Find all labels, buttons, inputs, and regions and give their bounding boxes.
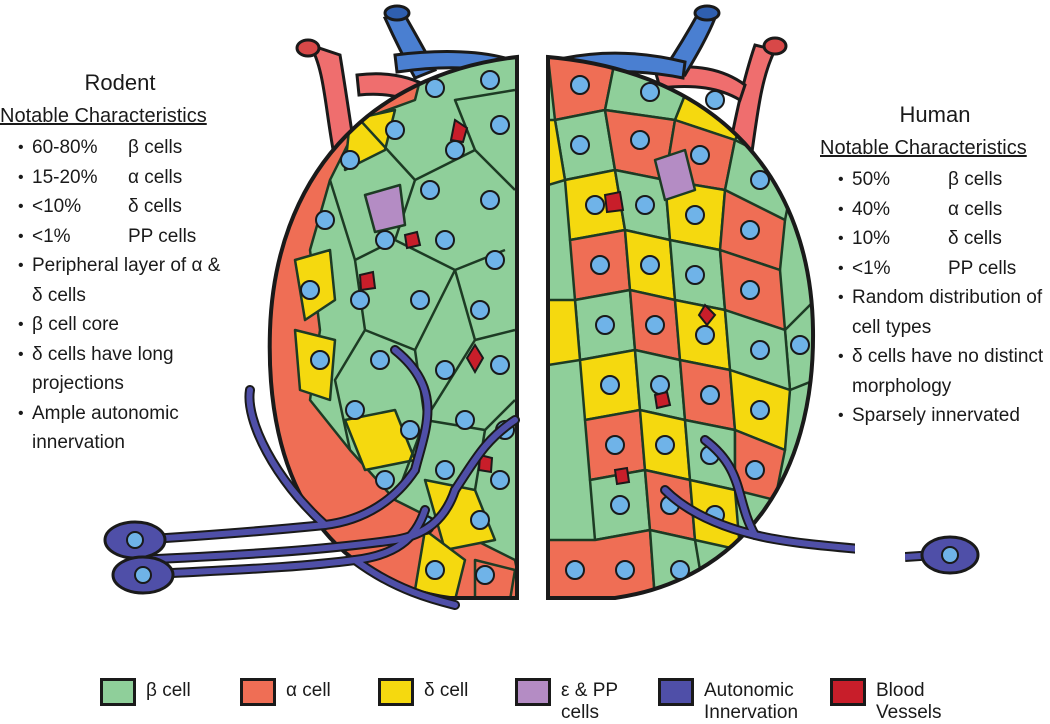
human-beta-pct: 50% xyxy=(852,169,891,190)
rodent-delta-pct: <10% xyxy=(32,196,82,217)
rodent-pp-row: <1% PP cells xyxy=(14,222,240,252)
legend-beta-label: β cell xyxy=(146,680,191,701)
rodent-innervation-fill xyxy=(132,347,518,608)
rodent-title: Rodent xyxy=(84,70,156,95)
legend-blood-vessels-swatch xyxy=(830,678,866,706)
human-subtitle: Notable Characteristics xyxy=(820,136,1027,159)
rodent-delta-label: δ cells xyxy=(128,196,182,217)
rodent-beta-label: β cells xyxy=(128,137,183,158)
human-islet-half xyxy=(546,54,816,600)
rodent-note-innervation: Ample autonomic innervation xyxy=(14,399,222,458)
rodent-note-projections: δ cells have long projections xyxy=(14,340,222,399)
legend-epsilon-pp-label: ε & PP cells xyxy=(561,680,618,723)
rodent-pp-pct: <1% xyxy=(32,225,71,247)
rodent-note-peripheral: Peripheral layer of α & δ cells xyxy=(14,251,232,310)
human-delta-row: 10% δ cells xyxy=(834,224,1050,254)
legend-delta-swatch xyxy=(378,678,414,706)
rodent-neuron-nuclei xyxy=(126,531,152,584)
rodent-characteristics: 60-80% β cells 15-20% α cells <10% δ cells … xyxy=(14,133,240,458)
rodent-beta-row: 60-80% β cells xyxy=(14,133,240,163)
human-alpha-pct: 40% xyxy=(852,198,891,220)
rodent-alpha-label: α cells xyxy=(128,166,183,188)
human-title: Human xyxy=(899,102,971,127)
legend-delta-label: δ cell xyxy=(424,680,469,701)
legend-alpha-swatch xyxy=(240,678,276,706)
rodent-delta-row: <10% δ cells xyxy=(14,192,240,222)
rodent-alpha-row: 15-20% α cells xyxy=(14,163,240,193)
human-delta-pct: 10% xyxy=(852,228,891,249)
human-pp-row: <1% PP cells xyxy=(834,254,1050,284)
human-beta-row: 50% β cells xyxy=(834,165,1050,195)
human-alpha-label: α cells xyxy=(948,198,1003,220)
human-pp-pct: <1% xyxy=(852,257,891,279)
legend-delta: δ cell xyxy=(378,678,468,706)
rodent-subtitle: Notable Characteristics xyxy=(0,104,207,127)
legend-blood-vessels: Blood Vessels xyxy=(830,678,956,724)
legend: β cell α cell δ cell ε & PP cells Autono… xyxy=(0,672,1050,724)
human-neuron-body xyxy=(905,535,980,575)
legend-innervation-swatch xyxy=(658,678,694,706)
human-note-distribution: Random distribution of cell types xyxy=(834,283,1050,342)
human-delta-label: δ cells xyxy=(948,228,1002,249)
legend-epsilon-pp-swatch xyxy=(515,678,551,706)
legend-beta-swatch xyxy=(100,678,136,706)
islet-illustration xyxy=(103,4,855,610)
rodent-panel: Rodent Notable Characteristics 60-80% β c… xyxy=(0,68,240,458)
human-note-innervation: Sparsely innervated xyxy=(834,401,1050,431)
legend-alpha: α cell xyxy=(240,678,331,706)
human-innervation-fill xyxy=(662,437,855,552)
legend-innervation-label: Autonomic Innervation xyxy=(704,680,799,723)
rodent-pp-label: PP cells xyxy=(128,225,197,247)
rodent-alpha-pct: 15-20% xyxy=(32,166,98,188)
human-panel: Human Notable Characteristics 50% β cells… xyxy=(820,100,1050,431)
human-beta-label: β cells xyxy=(948,169,1003,190)
rodent-beta-pct: 60-80% xyxy=(32,137,98,158)
legend-blood-vessels-label: Blood Vessels xyxy=(876,680,942,723)
rodent-note-core: β cell core xyxy=(14,310,240,340)
legend-innervation: Autonomic Innervation xyxy=(658,678,824,724)
human-note-morphology: δ cells have no distinct morphology xyxy=(834,342,1050,401)
legend-epsilon-pp: ε & PP cells xyxy=(515,678,641,724)
legend-alpha-label: α cell xyxy=(286,680,331,701)
legend-beta: β cell xyxy=(100,678,191,706)
human-pp-label: PP cells xyxy=(948,257,1017,279)
human-alpha-row: 40% α cells xyxy=(834,195,1050,225)
human-characteristics: 50% β cells 40% α cells 10% δ cells <1% PP c… xyxy=(834,165,1050,431)
